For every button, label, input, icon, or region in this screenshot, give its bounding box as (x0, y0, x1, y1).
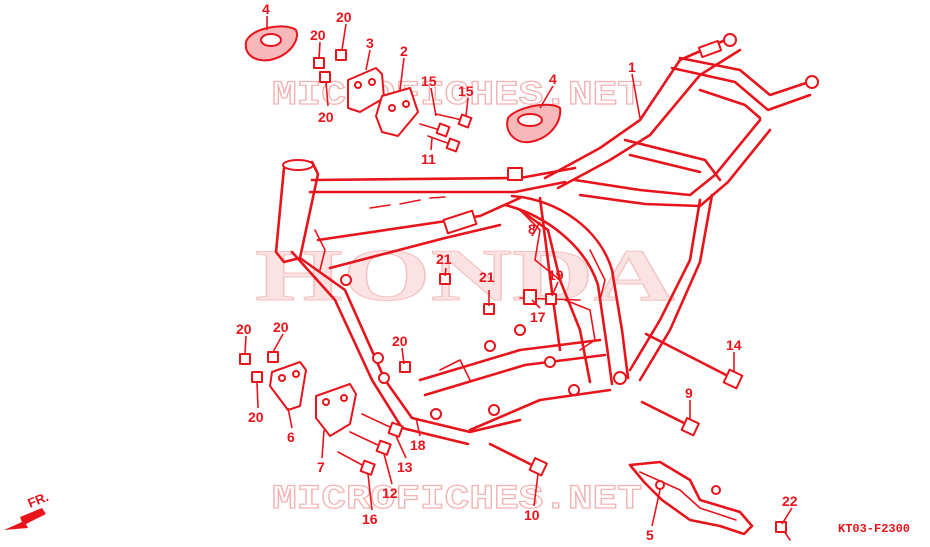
leaders (244, 16, 793, 527)
bolts-top (419, 113, 473, 153)
bolts-lower (337, 413, 404, 476)
callout-11: 11 (421, 151, 436, 167)
callout-10: 10 (524, 507, 540, 523)
callout-20-g: 20 (392, 333, 408, 349)
bolt-14 (644, 332, 744, 390)
bracket-2 (375, 87, 419, 137)
bracket-6 (269, 361, 307, 411)
bolt-22 (775, 521, 791, 541)
callout-8: 8 (528, 221, 536, 237)
callout-15-right: 15 (458, 83, 474, 99)
callout-6: 6 (287, 429, 295, 445)
callout-21-b: 21 (479, 269, 495, 285)
bolt-9 (640, 400, 700, 437)
callout-4-left: 4 (262, 1, 270, 17)
callout-20-d: 20 (236, 321, 252, 337)
callout-15-left: 15 (421, 73, 437, 89)
callout-9: 9 (685, 385, 693, 401)
callout-22: 22 (782, 493, 798, 509)
callout-18: 18 (410, 437, 426, 453)
callout-5: 5 (646, 527, 654, 543)
bolt-10 (488, 442, 548, 477)
callout-20-f: 20 (248, 409, 264, 425)
diagram-code: KT03-F2300 (838, 522, 910, 536)
callout-14: 14 (726, 337, 742, 353)
callout-2: 2 (400, 43, 408, 59)
watermark-site-top: MICROFICHES.NET (272, 77, 642, 115)
callout-13: 13 (397, 459, 413, 475)
callout-20-a: 20 (336, 9, 352, 25)
callout-1: 1 (628, 59, 636, 75)
front-arrow: FR. (4, 489, 51, 530)
callout-21-a: 21 (436, 251, 452, 267)
callout-12: 12 (382, 485, 398, 501)
callout-3: 3 (366, 35, 374, 51)
front-arrow-icon (4, 508, 46, 530)
callout-20-b: 20 (310, 27, 326, 43)
callout-17: 17 (530, 309, 546, 325)
callout-16: 16 (362, 511, 378, 527)
rubber-pad-left (244, 25, 298, 62)
watermark-site-bottom: MICROFICHES.NET (272, 481, 642, 519)
callout-4-right: 4 (549, 71, 557, 87)
callouts: 1 2 3 4 4 5 6 7 8 9 10 11 12 13 14 15 15… (236, 1, 798, 543)
callout-19: 19 (548, 267, 564, 283)
bracket-5 (628, 460, 754, 536)
callout-20-e: 20 (273, 319, 289, 335)
callout-20-c: 20 (318, 109, 334, 125)
rubber-pad-right (506, 103, 562, 144)
callout-7: 7 (317, 459, 325, 475)
bracket-7 (315, 383, 357, 437)
front-label: FR. (26, 489, 51, 511)
main-frame (274, 33, 819, 446)
